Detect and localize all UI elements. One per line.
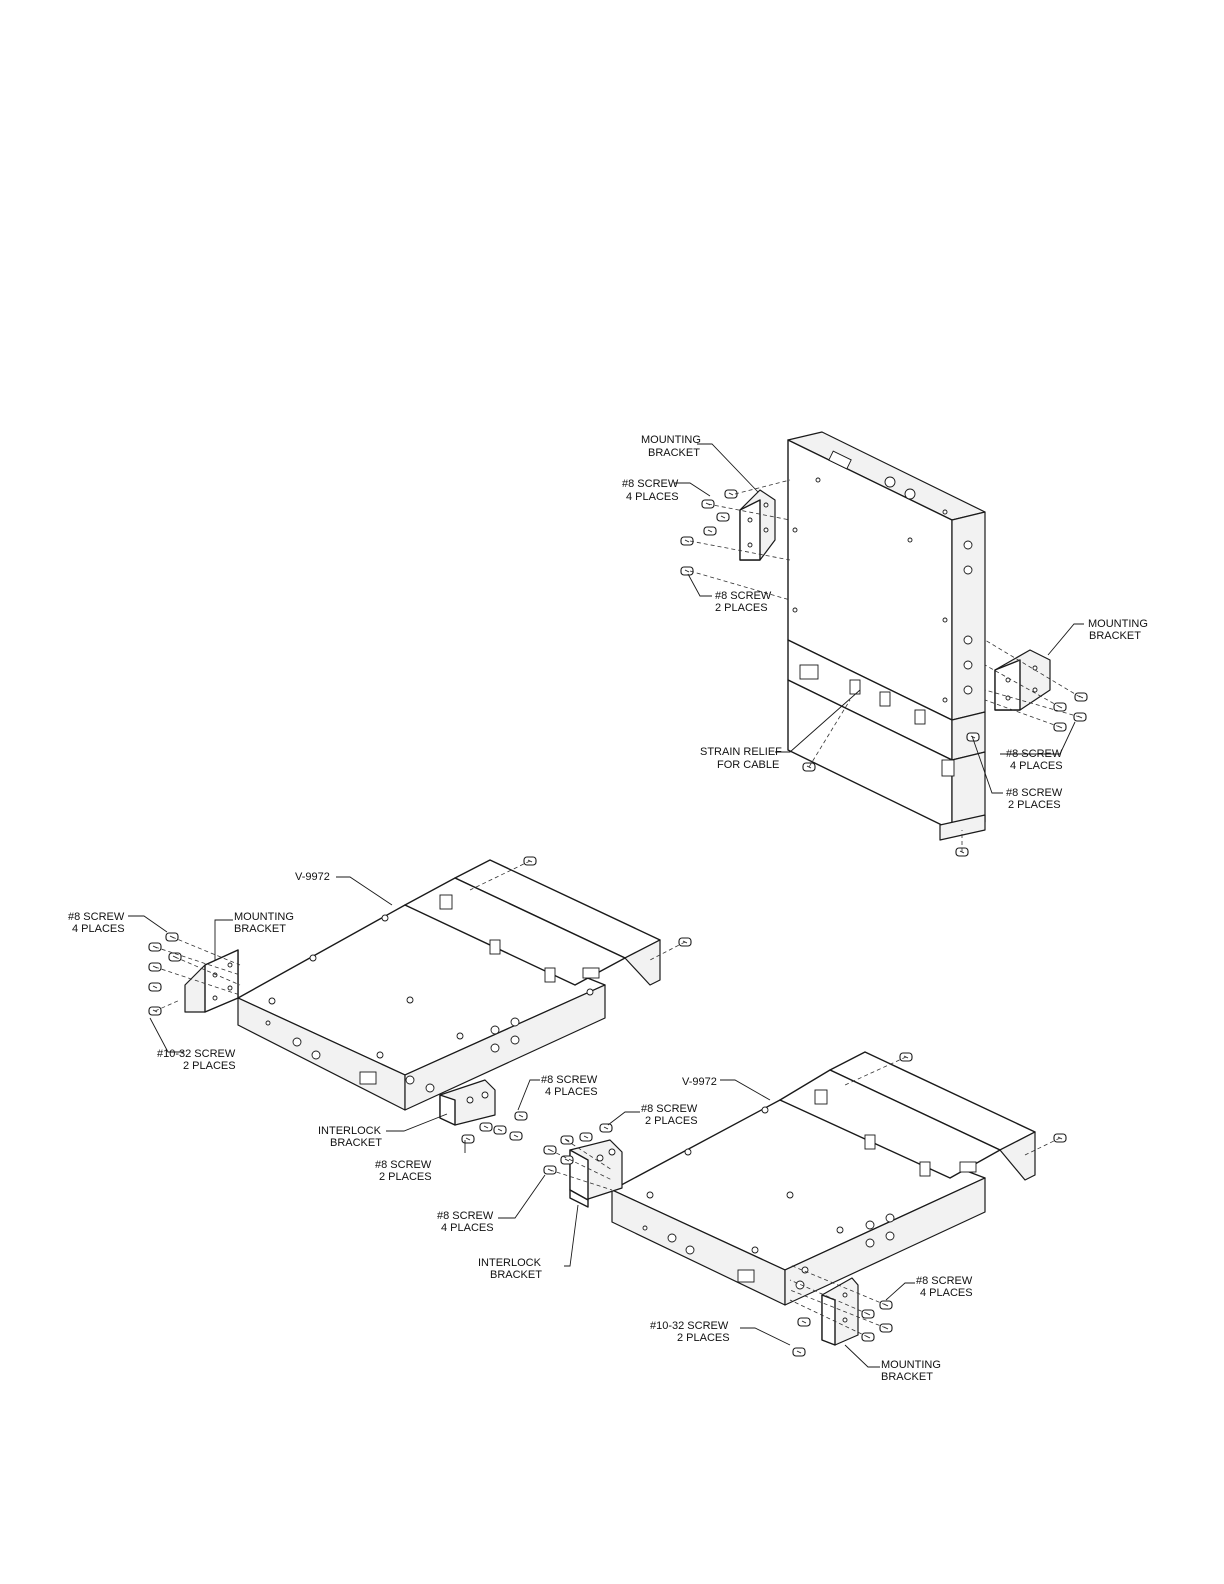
right-interlock-screw-2-label: #8 SCREW 2 PLACES: [641, 1103, 700, 1127]
screw-icon: [703, 526, 717, 536]
screw-icon: [560, 1135, 574, 1145]
right-alignment-lines: [549, 1056, 1061, 1338]
right-enclosure: [611, 1051, 1036, 1306]
left-alignment-lines: [154, 860, 686, 1012]
top-vertical-assembly: MOUNTING BRACKET #8 SCREW 4 PLACES #8 SC…: [622, 431, 1151, 857]
screw-icon: [797, 1317, 811, 1327]
screw-icon: [148, 982, 162, 992]
left-interlock-bracket: [439, 1079, 496, 1126]
right-mounting-bracket: [821, 1277, 859, 1346]
left-interlock-bracket-label: INTERLOCK BRACKET: [318, 1125, 384, 1149]
right-interlock-screw-4-label: #8 SCREW 4 PLACES: [437, 1210, 496, 1234]
top-right-mounting-bracket: [994, 649, 1051, 711]
top-left-mounting-bracket-label: MOUNTING BRACKET: [641, 434, 704, 459]
screw-icon: [461, 1134, 475, 1144]
left-interlock-screw-4-label: #8 SCREW 4 PLACES: [541, 1074, 600, 1098]
left-screw-10-32-label: #10-32 SCREW 2 PLACES: [157, 1048, 238, 1072]
screw-icon: [479, 1122, 493, 1132]
strain-relief-label: STRAIN RELIEF FOR CABLE: [700, 746, 785, 771]
right-horizontal-assembly: V-9972 #8 SCREW 2 PLACES #8 SCREW 4 PLAC…: [437, 1051, 1067, 1383]
screw-icon: [1074, 692, 1088, 702]
left-mounting-bracket: [184, 949, 239, 1013]
right-model-label: V-9972: [682, 1076, 717, 1088]
screw-icon: [599, 1123, 613, 1133]
screw-icon: [579, 1132, 593, 1142]
left-screw-4-label: #8 SCREW 4 PLACES: [68, 911, 127, 935]
left-mounting-bracket-label: MOUNTING BRACKET: [234, 911, 297, 935]
top-left-screw-2-label: #8 SCREW 2 PLACES: [715, 590, 774, 614]
screw-icon: [514, 1111, 528, 1121]
screw-icon: [493, 1125, 507, 1135]
left-model-label: V-9972: [295, 871, 330, 883]
top-left-screw-4-label: #8 SCREW 4 PLACES: [622, 478, 681, 503]
right-screw-10-32-label: #10-32 SCREW 2 PLACES: [650, 1320, 731, 1344]
top-alignment-lines: [689, 479, 1081, 852]
vertical-enclosure: [787, 431, 986, 841]
right-interlock-bracket: [569, 1139, 623, 1208]
screw-icon: [509, 1131, 523, 1141]
top-right-screw-4-label: #8 SCREW 4 PLACES: [1006, 748, 1065, 772]
left-horizontal-assembly: V-9972 #8 SCREW 4 PLACES MOUNTING BRACKE…: [68, 856, 692, 1183]
screw-icon: [792, 1347, 806, 1357]
right-mounting-bracket-label: MOUNTING BRACKET: [881, 1359, 944, 1383]
top-right-mounting-bracket-label: MOUNTING BRACKET: [1088, 618, 1151, 642]
right-screw-4-label: #8 SCREW 4 PLACES: [916, 1275, 975, 1299]
right-interlock-bracket-label: INTERLOCK BRACKET: [478, 1257, 544, 1281]
left-enclosure: [237, 859, 661, 1111]
top-right-screw-2-label: #8 SCREW 2 PLACES: [1006, 787, 1065, 811]
left-screw-2-label: #8 SCREW 2 PLACES: [375, 1159, 434, 1183]
screw-icon: [716, 512, 730, 522]
top-left-mounting-bracket: [739, 489, 776, 561]
